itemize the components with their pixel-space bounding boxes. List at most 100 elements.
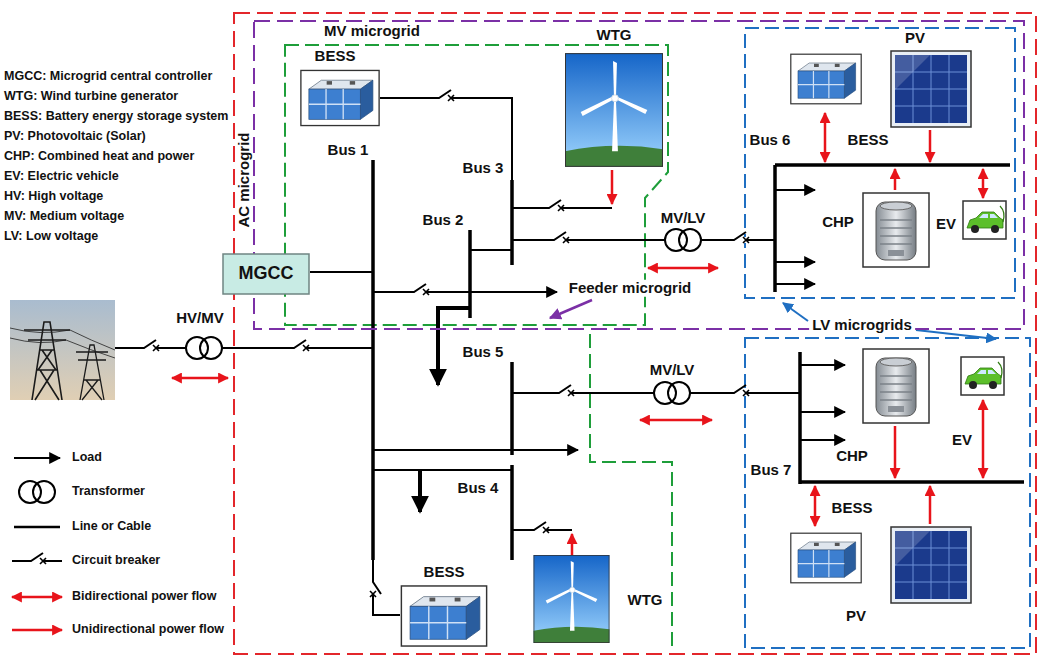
circuit-breaker: [432, 90, 458, 101]
circuit-breaker: [727, 232, 753, 243]
abbreviation-key: LV: Low voltage: [4, 230, 98, 244]
bus-bar: [510, 362, 514, 455]
utility-grid-picture: [10, 300, 115, 400]
legend-text: Line or Cable: [72, 520, 151, 534]
load-arrow: [775, 261, 815, 263]
abbreviation-key: BESS: Battery energy storage system: [4, 110, 228, 124]
region-title: AC microgrid: [236, 132, 253, 227]
region-title: MV microgrid: [324, 23, 420, 40]
circuit-breaker: [552, 385, 578, 396]
wind-turbine-picture: [565, 53, 663, 167]
solar-panel-picture: [891, 51, 971, 127]
load-arrow: [775, 283, 815, 285]
chp-picture: [863, 349, 929, 423]
abbreviation-key: HV: High voltage: [4, 190, 103, 204]
node-border: [223, 254, 309, 294]
hv-mv-transformer: [186, 337, 222, 359]
abbreviation-key: WTG: Wind turbine generator: [4, 90, 178, 104]
circuit-breaker: [137, 340, 163, 351]
circuit-breaker: [527, 522, 553, 533]
transformer-label: MV/LV: [661, 210, 706, 227]
load-arrow: [775, 189, 815, 191]
component-label: CHP: [822, 214, 854, 231]
bus-label: Bus 1: [328, 142, 369, 159]
unidirectional-flow: [894, 426, 897, 478]
legend-text: Unidirectional power flow: [72, 623, 224, 637]
pointer-arrow: [916, 330, 996, 339]
lv-boundary: [745, 28, 1015, 298]
circuit-breaker: [407, 284, 433, 295]
component-label: BESS: [832, 500, 873, 517]
unidirectional-flow: [894, 169, 897, 190]
circuit-breaker: [542, 200, 568, 211]
legend-text: Load: [72, 451, 102, 465]
legend-breaker-sample: [24, 553, 50, 564]
legend-text: Transformer: [72, 485, 145, 499]
bidirectional-flow: [640, 419, 712, 422]
bus-bar: [371, 160, 375, 560]
node-outline: [233, 12, 1037, 655]
bidirectional-flow: [648, 267, 718, 270]
ac-microgrid-region: AC microgrid MV microgrid: [233, 12, 1037, 655]
control-link: [310, 271, 373, 273]
mv-lv-transformer: [665, 229, 701, 251]
unidirectional-flow: [611, 170, 614, 204]
battery-picture: [791, 533, 861, 583]
component-label: BESS: [848, 132, 889, 149]
abbreviation-key: MV: Medium voltage: [4, 210, 124, 224]
component-label: WTG: [628, 592, 663, 609]
load-arrow: [800, 439, 845, 441]
transformer-label: MV/LV: [650, 362, 695, 379]
bus-bar: [468, 230, 472, 318]
component-label: PV: [905, 30, 925, 47]
bus-label: Bus 2: [423, 212, 464, 229]
component-label: BESS: [424, 564, 465, 581]
abbreviation-key: MGCC: Microgrid central controller: [4, 70, 212, 84]
wind-turbine-picture: [534, 555, 610, 643]
circuit-breaker: [287, 340, 313, 351]
bus-label: Bus 6: [750, 132, 791, 149]
solar-panel-picture: [891, 527, 971, 603]
battery-picture: [401, 586, 486, 646]
unidirectional-flow: [571, 534, 574, 556]
abbreviation-key: PV: Photovoltaic (Solar): [4, 130, 146, 144]
component-label: EV: [936, 216, 956, 233]
node-border: [234, 13, 1036, 654]
pylon: [24, 322, 70, 400]
component-label: EV: [952, 432, 972, 449]
load-feeder: [373, 291, 557, 293]
mv-lv-transformer: [654, 382, 690, 404]
component-label: CHP: [836, 448, 868, 465]
abbreviation-key: EV: Electric vehicle: [4, 170, 119, 184]
cable: [373, 469, 512, 471]
legend-load-sample: [14, 457, 60, 459]
load-arrow: [418, 470, 422, 512]
ev-picture: [963, 201, 1006, 239]
pointer-arrow: [783, 303, 808, 321]
bidirectional-flow: [824, 113, 827, 162]
legend-bidirectional-sample: [12, 596, 62, 599]
power-cable: [10, 328, 115, 358]
bidirectional-flow: [982, 400, 985, 478]
controller-name: MGCC: [239, 264, 294, 284]
controller-box: MGCC: [222, 253, 310, 295]
bus-label: Bus 4: [458, 480, 499, 497]
pointer-arrow: [550, 300, 592, 318]
bus-bar: [510, 465, 514, 560]
component-label: PV: [846, 608, 866, 625]
bus-label: Bus 7: [751, 462, 792, 479]
grid-sky: [10, 300, 115, 400]
pylon: [76, 345, 108, 400]
component-label: WTG: [597, 27, 632, 44]
unidirectional-flow: [929, 130, 932, 162]
bus-label: Bus 5: [463, 344, 504, 361]
bidirectional-flow: [814, 486, 817, 526]
abbreviation-key: CHP: Combined heat and power: [4, 150, 194, 164]
circuit-breaker: [547, 232, 573, 243]
bus-bar: [510, 180, 514, 265]
ev-picture: [961, 357, 1004, 395]
legend-text: Bidirectional power flow: [72, 590, 216, 604]
load-feeder: [373, 449, 578, 451]
cable: [470, 249, 512, 251]
